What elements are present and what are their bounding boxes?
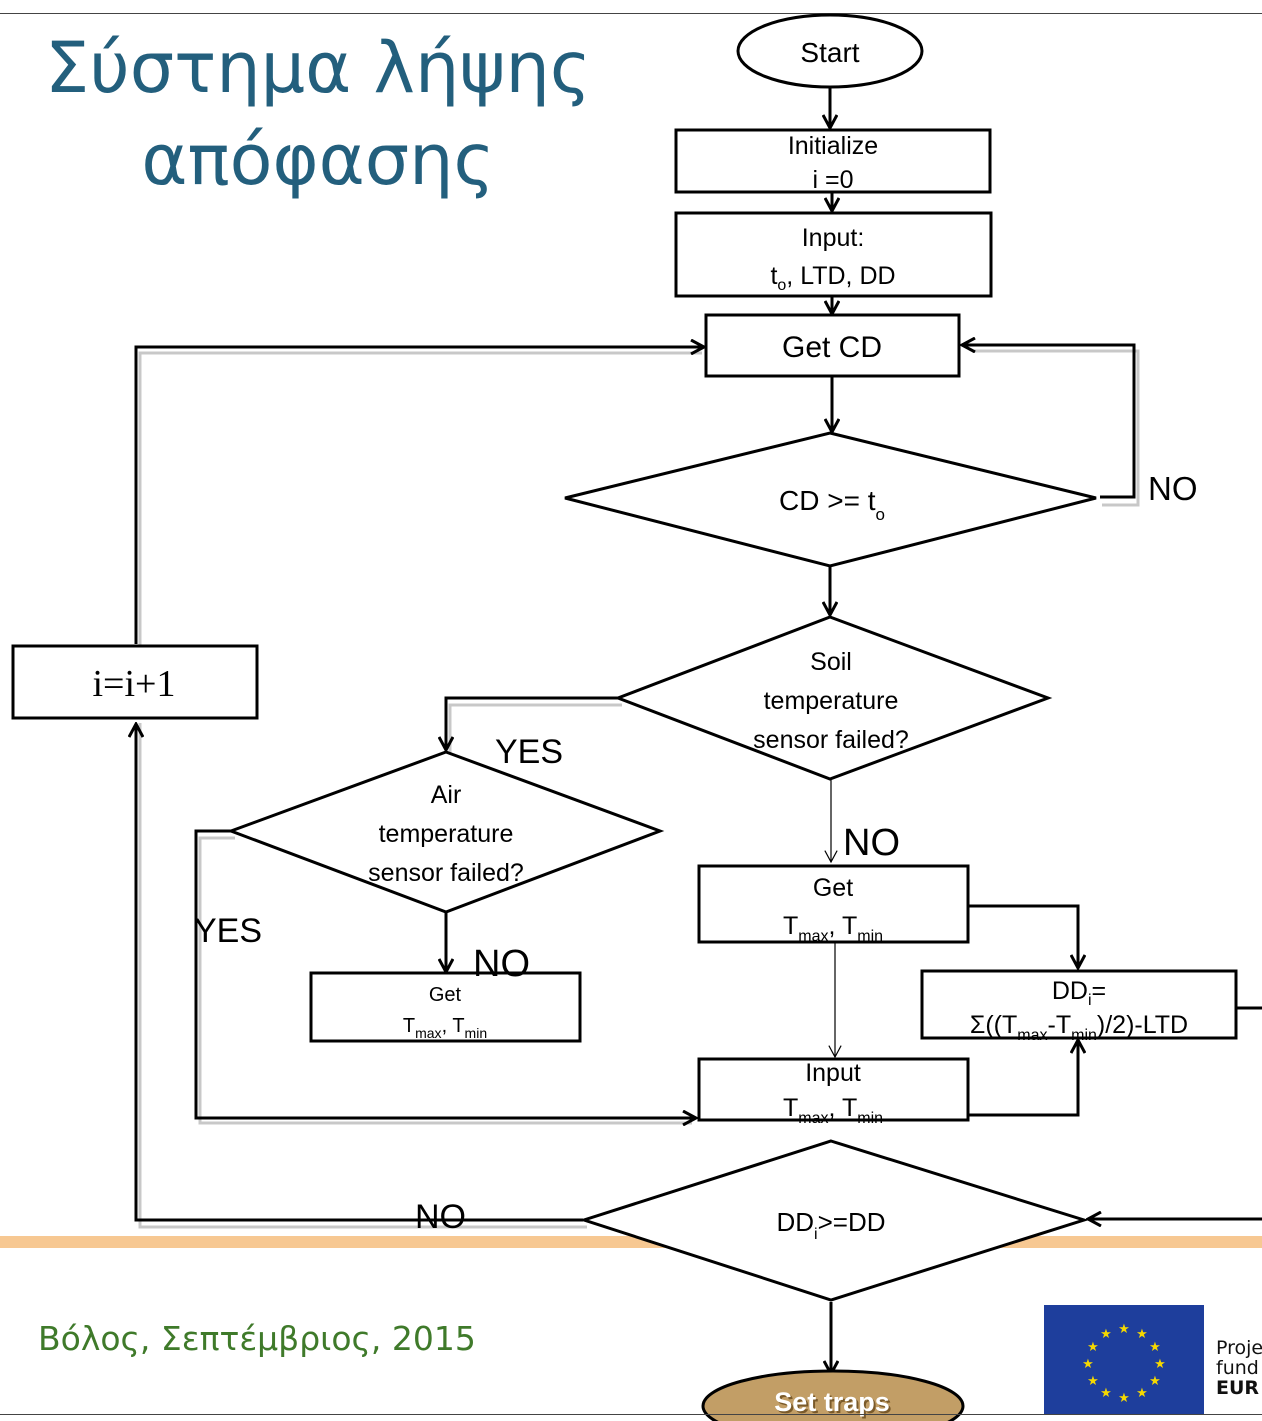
air-label-2: temperature [379,820,514,848]
svg-text:★: ★ [1118,1322,1130,1337]
input-t-box: Input Tmax, Tmin [697,1057,970,1127]
eu-stars-icon: ★ ★ ★ ★ ★ ★ ★ ★ ★ ★ ★ ★ [1082,1322,1166,1406]
svg-text:★: ★ [1118,1391,1130,1406]
increment-label: i=i+1 [93,663,176,705]
soil-sensor-diamond: Soil temperature sensor failed? [613,615,1053,781]
svg-text:★: ★ [1087,1374,1099,1389]
svg-text:★: ★ [1136,1386,1148,1401]
svg-text:★: ★ [1149,1374,1161,1389]
increment-box: i=i+1 [11,644,259,720]
initialize-value: i =0 [812,166,853,194]
start-label: Start [800,37,859,68]
arrow-air-yes-input [194,829,696,1118]
get-left-title: Get [429,984,462,1006]
cd-check-label: CD >= to [779,485,885,524]
arrow-cdcheck-no-loop [962,345,1136,499]
set-traps-label: Set traps [774,1387,890,1417]
dd-compute-line1: DDi= [1052,977,1106,1009]
arrow-increment-getcd [134,347,704,644]
get-cd-box: Get CD [704,313,961,378]
initialize-box: Initialize i =0 [674,128,992,194]
air-yes-label: YES [194,912,262,950]
dd-compute-box: DDi= Σ((Tmax-Tmin)/2)-LTD [920,969,1238,1044]
soil-label-2: temperature [764,687,899,715]
arrow-soil-yes-air [446,696,618,750]
svg-text:★: ★ [1087,1340,1099,1355]
get-right-title: Get [813,874,853,902]
cd-check-no-label: NO [1148,470,1198,507]
cd-check-diamond: CD >= to [564,431,1097,568]
svg-text:★: ★ [1149,1340,1161,1355]
dd-check-no-label: NO [415,1198,466,1236]
input-params-title: Input: [802,224,865,252]
svg-text:★: ★ [1136,1327,1148,1342]
get-t-left-box: Get Tmax, Tmin [309,971,582,1043]
input-t-title: Input [805,1059,861,1087]
eu-text-line-1: Proje [1216,1338,1262,1359]
arrow-get-ddcompute [968,904,1078,968]
air-label-3: sensor failed? [368,859,524,887]
eu-flag-logo: ★ ★ ★ ★ ★ ★ ★ ★ ★ ★ ★ ★ [1044,1305,1204,1415]
get-t-right-box: Get Tmax, Tmin [697,864,970,945]
eu-text-line-2: fund [1216,1357,1259,1379]
dd-check-diamond: DDi>=DD [579,1139,1090,1302]
eu-funding-text: Proje fund EUR [1216,1338,1262,1398]
arrow-ddcheck-no-increment [136,724,583,1222]
connectors [136,86,1262,1374]
eu-text-line-3: EUR [1216,1377,1260,1398]
initialize-label: Initialize [788,132,878,160]
get-right-values: Tmax, Tmin [783,912,883,945]
set-traps-node: Set traps Set traps [701,1369,965,1421]
soil-yes-label: YES [495,733,563,771]
svg-text:★: ★ [1100,1327,1112,1342]
top-rule [0,13,1262,14]
title-line-2: απόφασης [141,119,495,201]
bottom-rule [0,1414,1262,1415]
svg-text:★: ★ [1154,1357,1166,1372]
dd-compute-formula: Σ((Tmax-Tmin)/2)-LTD [970,1011,1188,1044]
get-left-values: Tmax, Tmin [403,1015,487,1041]
page-title: Σύστημα λήψης απόφασης [18,22,618,206]
soil-label-1: Soil [810,648,852,676]
get-cd-label: Get CD [782,331,882,364]
input-params-box: Input: to, LTD, DD [674,211,993,298]
footer-location-date: Βόλος, Σεπτέμβριος, 2015 [38,1319,476,1358]
soil-no-label: NO [843,822,900,864]
svg-text:★: ★ [1082,1357,1094,1372]
input-params-values: to, LTD, DD [770,262,895,294]
title-line-1: Σύστημα λήψης [45,27,591,109]
arrow-input-ddcompute [968,1040,1078,1117]
input-t-values: Tmax, Tmin [783,1094,883,1127]
air-sensor-diamond: Air temperature sensor failed? [226,750,665,914]
start-node: Start [736,13,924,89]
air-label-1: Air [431,781,462,809]
dd-check-label: DDi>=DD [776,1207,885,1243]
air-no-label: NO [473,943,530,985]
soil-label-3: sensor failed? [753,726,909,754]
svg-text:★: ★ [1100,1386,1112,1401]
